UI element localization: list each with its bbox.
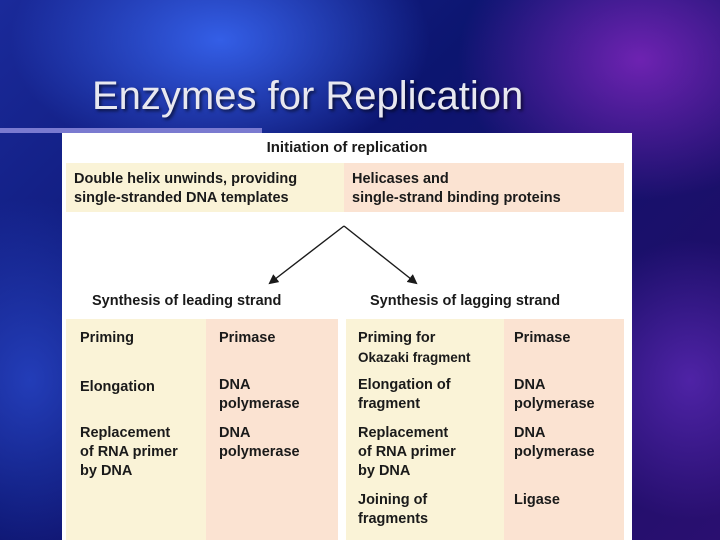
process-line: Priming xyxy=(80,330,134,346)
process-line: of RNA primer xyxy=(80,444,178,460)
lagging-row-1-process: Priming for Okazaki fragment xyxy=(358,329,471,367)
process-line: Priming for xyxy=(358,330,436,346)
leading-row-2-enzyme: DNA polymerase xyxy=(219,376,300,414)
lagging-row-2-process: Elongation of fragment xyxy=(358,376,451,414)
initiation-enzyme-line-2: single-strand binding proteins xyxy=(352,190,561,206)
lagging-row-3-enzyme: DNA polymerase xyxy=(514,424,595,462)
leading-strand-heading: Synthesis of leading strand xyxy=(92,293,282,309)
initiation-process-box: Double helix unwinds, providing single-s… xyxy=(66,163,344,212)
arrow-to-leading xyxy=(268,225,345,285)
process-line: of RNA primer xyxy=(358,444,456,460)
enzyme-line: DNA xyxy=(219,377,251,393)
leading-row-3-enzyme: DNA polymerase xyxy=(219,424,300,462)
process-line: Elongation of xyxy=(358,377,451,393)
lagging-process-column xyxy=(346,319,504,540)
enzyme-line: Primase xyxy=(514,330,571,346)
lagging-row-2-enzyme: DNA polymerase xyxy=(514,376,595,414)
process-line: by DNA xyxy=(80,463,133,479)
enzyme-line: DNA xyxy=(514,377,546,393)
leading-row-2-process: Elongation xyxy=(80,378,155,397)
process-line: Joining of xyxy=(358,492,428,508)
enzyme-line: Primase xyxy=(219,330,276,346)
replication-figure: Initiation of replication Double helix u… xyxy=(62,133,632,540)
process-line: fragments xyxy=(358,511,429,527)
enzyme-line: polymerase xyxy=(514,444,595,460)
process-line: Okazaki fragment xyxy=(358,350,471,365)
helicases-label: Helicases xyxy=(352,171,419,187)
enzyme-line: polymerase xyxy=(219,444,300,460)
lagging-strand-heading: Synthesis of lagging strand xyxy=(370,293,561,309)
process-line: fragment xyxy=(358,396,421,412)
enzyme-line: polymerase xyxy=(219,396,300,412)
lagging-row-1-enzyme: Primase xyxy=(514,329,570,348)
figure-heading: Initiation of replication xyxy=(266,139,428,156)
slide-title: Enzymes for Replication xyxy=(92,74,524,118)
enzyme-line: Ligase xyxy=(514,492,560,508)
initiation-process-line-2: single-stranded DNA templates xyxy=(74,190,289,206)
process-line: Replacement xyxy=(358,425,449,441)
leading-row-1-process: Priming xyxy=(80,329,134,348)
initiation-enzyme-conjunction: and xyxy=(418,171,449,187)
leading-enzyme-column xyxy=(206,319,338,540)
initiation-enzyme-line-1: Helicases and xyxy=(352,170,616,189)
arrow-to-lagging xyxy=(343,225,418,285)
lagging-row-4-enzyme: Ligase xyxy=(514,491,560,510)
lagging-row-4-process: Joining of fragments xyxy=(358,491,428,529)
lagging-enzyme-column xyxy=(504,319,624,540)
leading-row-3-process: Replacement of RNA primer by DNA xyxy=(80,424,178,481)
leading-process-column xyxy=(66,319,206,540)
leading-row-1-enzyme: Primase xyxy=(219,329,275,348)
process-line: Elongation xyxy=(80,379,155,395)
initiation-process-line-1: Double helix unwinds, providing xyxy=(74,171,298,187)
process-line: by DNA xyxy=(358,463,411,479)
enzyme-line: DNA xyxy=(219,425,251,441)
title-underline xyxy=(0,128,262,133)
process-line: Replacement xyxy=(80,425,171,441)
enzyme-line: DNA xyxy=(514,425,546,441)
enzyme-line: polymerase xyxy=(514,396,595,412)
initiation-enzyme-box: Helicases and single-strand binding prot… xyxy=(344,163,624,212)
lagging-row-3-process: Replacement of RNA primer by DNA xyxy=(358,424,456,481)
branch-arrows xyxy=(268,225,418,285)
